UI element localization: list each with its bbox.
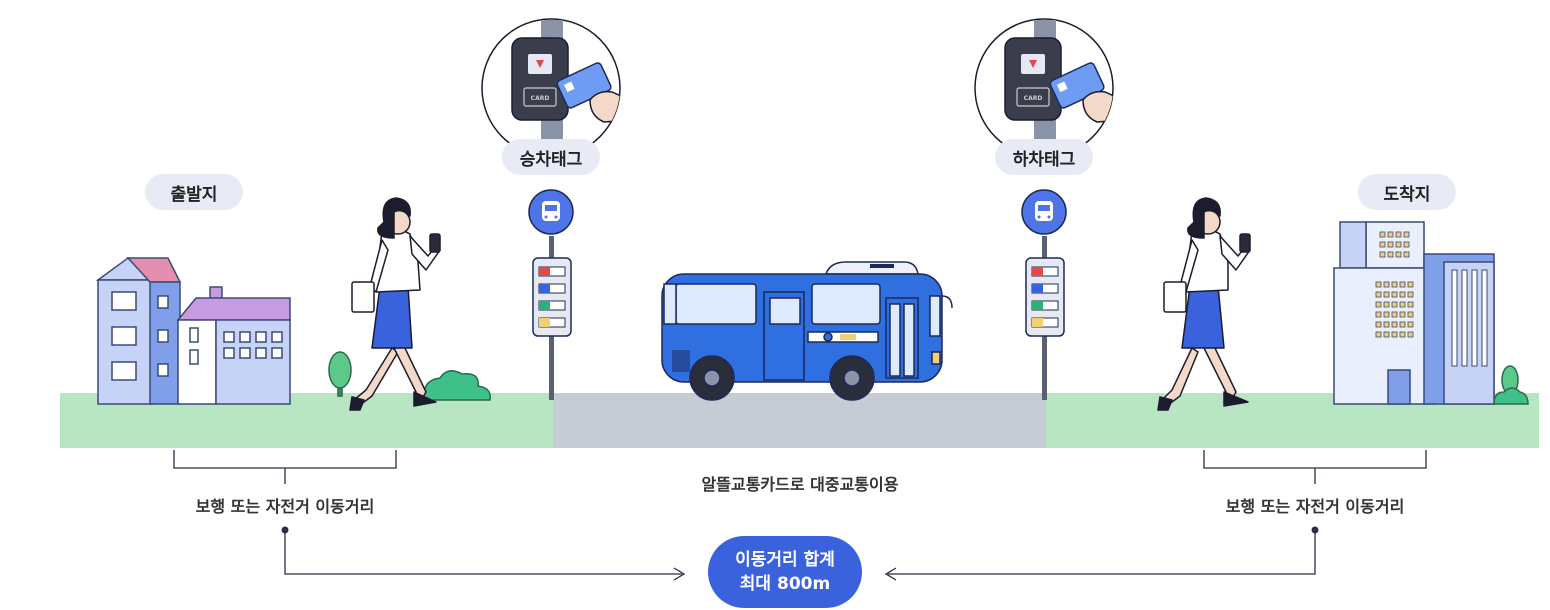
origin-label: 출발지: [145, 174, 243, 210]
bus-stop-left: [528, 189, 574, 400]
connector-dot: [281, 526, 289, 534]
bus-stop-icon: [1035, 201, 1053, 221]
distance-connectors: [173, 450, 1427, 581]
destination-buildings: [1333, 221, 1495, 405]
hand-icon: [1082, 90, 1113, 123]
total-distance-badge: 이동거리 합계 최대 800m: [708, 536, 862, 608]
transit-card-icon: [1049, 62, 1105, 109]
destination-label: 도착지: [1358, 174, 1456, 210]
card-reader-icon: CARD: [1004, 37, 1062, 121]
walk-distance-left: 보행 또는 자전거 이동거리: [195, 497, 375, 516]
smartphone-icon: [1239, 233, 1251, 253]
hand-icon: [589, 90, 620, 123]
total-distance-max: 최대 800m: [739, 574, 831, 594]
walking-woman-left: [349, 197, 441, 411]
walk-distance-right: 보행 또는 자전거 이동거리: [1225, 497, 1405, 516]
card-reader-left: CARD: [481, 18, 621, 158]
board-tag-label: 승차태그: [502, 139, 600, 175]
bush-icon: [423, 370, 491, 401]
transit-caption: 알뜰교통카드로 대중교통이용: [701, 475, 899, 494]
total-distance-title: 이동거리 합계: [735, 550, 835, 570]
tree-icon: [328, 351, 352, 397]
road: [553, 393, 1046, 448]
bus: [661, 261, 953, 401]
walking-woman-right: [1157, 197, 1251, 411]
connector-dot: [1311, 526, 1319, 534]
card-text: CARD: [531, 95, 550, 102]
card-reader-icon: CARD: [511, 37, 569, 121]
bus-stop-right: [1021, 189, 1067, 400]
bus-stop-icon: [542, 201, 560, 221]
alight-tag-label: 하차태그: [995, 139, 1093, 175]
tree-icon: [1493, 365, 1529, 405]
card-reader-right: CARD: [974, 18, 1114, 158]
smartphone-icon: [429, 233, 441, 253]
card-text: CARD: [1024, 95, 1043, 102]
origin-buildings: [95, 257, 291, 405]
